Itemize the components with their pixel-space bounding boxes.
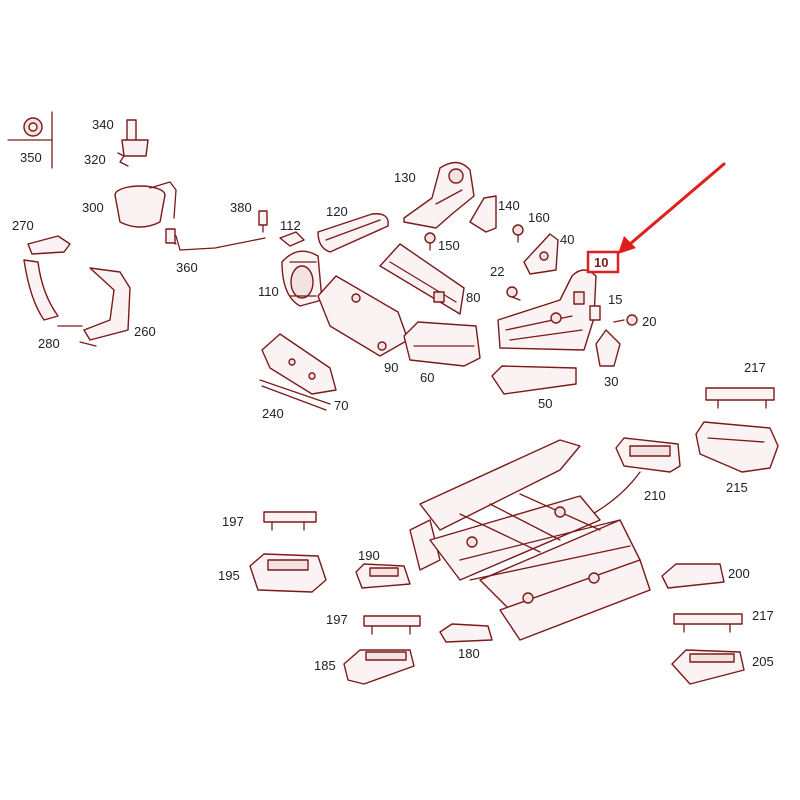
part-205 — [671, 649, 745, 685]
label-205: 205 — [752, 654, 774, 669]
label-217-bottom: 217 — [752, 608, 774, 623]
label-240: 240 — [262, 406, 284, 421]
label-200: 200 — [728, 566, 750, 581]
label-150: 150 — [438, 238, 460, 253]
part-60 — [403, 321, 481, 367]
part-90 — [317, 275, 409, 357]
label-40: 40 — [560, 232, 574, 247]
part-320 — [117, 152, 129, 167]
part-260 — [83, 267, 131, 341]
callout-label: 10 — [594, 255, 608, 270]
part-197-bottom — [363, 615, 421, 635]
part-150 — [424, 232, 436, 251]
label-70: 70 — [334, 398, 348, 413]
part-130 — [403, 161, 475, 229]
part-190 — [355, 563, 411, 589]
callout-10: 10 — [586, 162, 726, 274]
part-160 — [512, 224, 524, 243]
part-110 — [281, 250, 323, 307]
part-200 — [661, 563, 725, 589]
label-340: 340 — [92, 117, 114, 132]
label-90: 90 — [384, 360, 398, 375]
label-50: 50 — [538, 396, 552, 411]
part-380 — [258, 210, 268, 233]
part-70 — [261, 333, 337, 395]
label-15: 15 — [608, 292, 622, 307]
part-340 — [121, 119, 149, 157]
part-30 — [595, 329, 621, 367]
part-350 — [7, 111, 53, 169]
part-240 — [259, 379, 331, 411]
label-20: 20 — [642, 314, 656, 329]
part-140 — [469, 195, 497, 233]
label-185: 185 — [314, 658, 336, 673]
callout-box — [586, 250, 620, 274]
part-112 — [279, 231, 305, 247]
part-300 — [114, 181, 177, 228]
label-110: 110 — [258, 284, 279, 299]
label-30: 30 — [604, 374, 618, 389]
part-270 — [23, 235, 71, 321]
part-360 — [165, 228, 266, 251]
label-320: 320 — [84, 152, 106, 167]
part-15 — [589, 305, 601, 321]
callout-arrow — [628, 162, 726, 246]
label-350: 350 — [20, 150, 42, 165]
label-215: 215 — [726, 480, 748, 495]
label-195: 195 — [218, 568, 240, 583]
label-280: 280 — [38, 336, 60, 351]
callout-arrowhead — [618, 236, 636, 254]
label-300: 300 — [82, 200, 104, 215]
label-217-top: 217 — [744, 360, 766, 375]
part-22 — [506, 286, 521, 301]
part-20 — [613, 314, 638, 326]
part-195 — [249, 553, 327, 593]
label-270: 270 — [12, 218, 34, 233]
part-180 — [439, 623, 493, 643]
part-280 — [57, 325, 97, 347]
label-60: 60 — [420, 370, 434, 385]
label-360: 360 — [176, 260, 198, 275]
label-197-bottom: 197 — [326, 612, 348, 627]
label-197-top: 197 — [222, 514, 244, 529]
label-140: 140 — [498, 198, 520, 213]
part-40 — [523, 233, 559, 275]
label-80: 80 — [466, 290, 480, 305]
label-180: 180 — [458, 646, 480, 661]
label-260: 260 — [134, 324, 156, 339]
part-50 — [491, 365, 577, 395]
label-120: 120 — [326, 204, 348, 219]
part-217-bottom — [673, 613, 743, 633]
part-210 — [615, 437, 681, 473]
part-215 — [695, 421, 779, 473]
seat-frame — [409, 439, 651, 641]
label-190: 190 — [358, 548, 380, 563]
label-210: 210 — [644, 488, 666, 503]
part-80 — [379, 243, 465, 315]
label-130: 130 — [394, 170, 416, 185]
part-185 — [343, 649, 415, 685]
label-380: 380 — [230, 200, 252, 215]
part-10 — [497, 269, 597, 351]
label-22: 22 — [490, 264, 504, 279]
part-217-top — [705, 387, 775, 409]
part-197-top — [263, 511, 317, 531]
part-120 — [317, 213, 389, 253]
label-112: 112 — [280, 218, 301, 233]
label-160: 160 — [528, 210, 550, 225]
